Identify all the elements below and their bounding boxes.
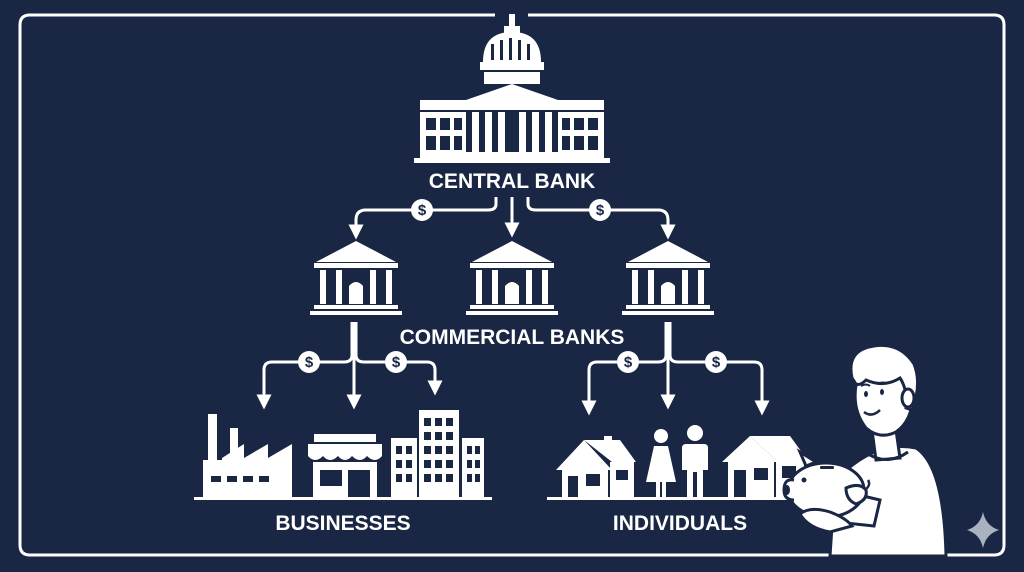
house-icon	[722, 436, 806, 497]
office-building-icon	[391, 410, 484, 497]
svg-text:$: $	[596, 202, 605, 219]
businesses-label: BUSINESSES	[275, 512, 410, 535]
factory-icon	[203, 414, 292, 497]
dollar-coin-icon: $	[705, 351, 727, 373]
house-icon	[556, 436, 636, 497]
central-to-commercial-arrows	[348, 197, 676, 240]
businesses-ground-line	[194, 497, 492, 500]
svg-text:$: $	[712, 354, 721, 371]
central-bank-building-icon	[414, 14, 610, 163]
bank-icon	[622, 241, 714, 315]
svg-text:$: $	[418, 202, 427, 219]
bank-icon	[466, 241, 558, 315]
dollar-coin-icon: $	[617, 351, 639, 373]
svg-text:$: $	[624, 354, 633, 371]
svg-text:$: $	[392, 354, 401, 371]
storefront-icon	[308, 434, 382, 497]
dollar-coin-icon: $	[385, 351, 407, 373]
bank-icon	[310, 241, 402, 315]
central-bank-label: CENTRAL BANK	[429, 170, 595, 193]
person-with-piggy-bank-icon	[782, 343, 948, 558]
dollar-coin-icon: $	[589, 199, 611, 221]
frame-border	[18, 13, 1006, 557]
commercial-banks-label: COMMERCIAL BANKS	[400, 326, 625, 349]
dollar-coin-icon: $	[411, 199, 433, 221]
individuals-label: INDIVIDUALS	[613, 512, 747, 535]
individuals-ground-line	[547, 497, 809, 500]
sparkle-icon	[967, 512, 999, 548]
dollar-coin-icon: $	[298, 351, 320, 373]
couple-icon	[646, 425, 708, 497]
svg-text:$: $	[305, 354, 314, 371]
